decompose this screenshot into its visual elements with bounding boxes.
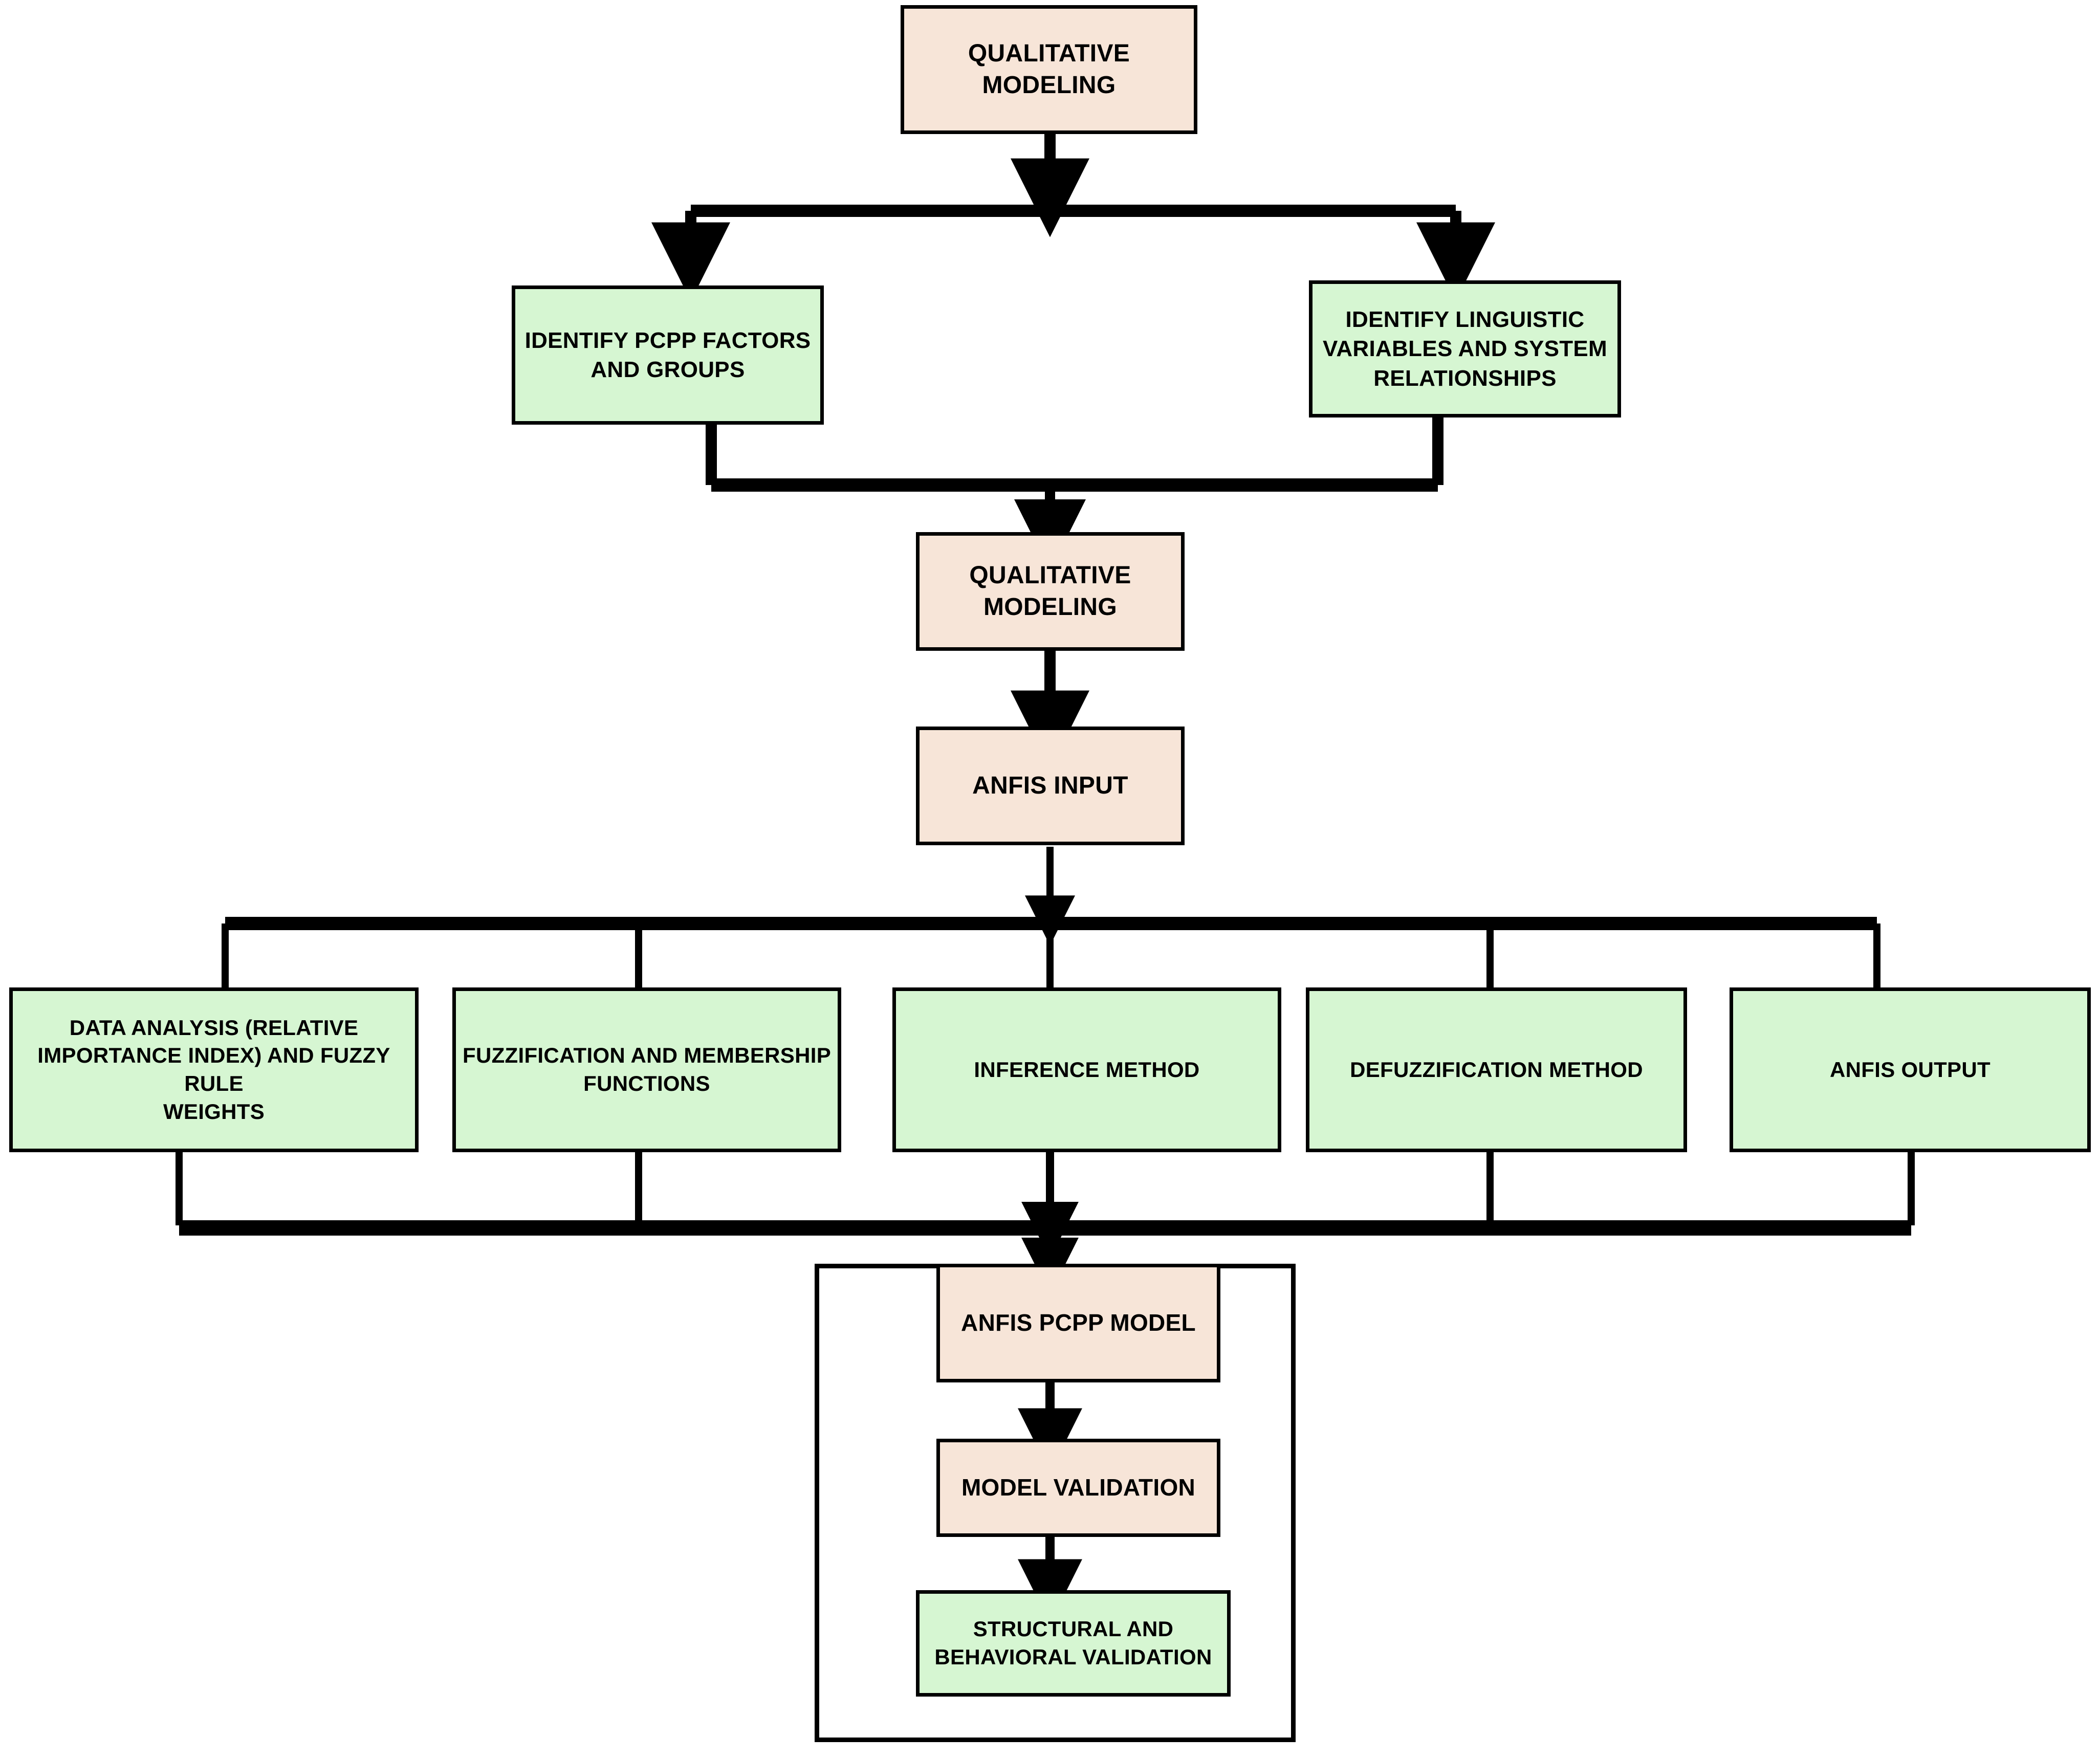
node-identify-linguistic-variables[interactable]: IDENTIFY LINGUISTIC VARIABLES AND SYSTEM… — [1309, 280, 1621, 417]
node-label: ANFIS INPUT — [972, 772, 1128, 799]
node-qualitative-modeling-top[interactable]: QUALITATIVE MODELING — [901, 5, 1197, 134]
node-inference-method[interactable]: INFERENCE METHOD — [892, 987, 1281, 1152]
node-identify-pcpp-factors[interactable]: IDENTIFY PCPP FACTORS AND GROUPS — [512, 285, 824, 425]
node-label: DATA ANALYSIS (RELATIVE IMPORTANCE INDEX… — [37, 1015, 390, 1124]
node-defuzzification-method[interactable]: DEFUZZIFICATION METHOD — [1306, 987, 1687, 1152]
node-anfis-output[interactable]: ANFIS OUTPUT — [1730, 987, 2091, 1152]
node-model-validation[interactable]: MODEL VALIDATION — [936, 1439, 1220, 1537]
node-label: FUZZIFICATION AND MEMBERSHIP FUNCTIONS — [462, 1043, 832, 1095]
node-label: IDENTIFY LINGUISTIC VARIABLES AND SYSTEM… — [1322, 307, 1608, 391]
node-label: QUALITATIVE MODELING — [969, 561, 1131, 621]
node-label: INFERENCE METHOD — [974, 1057, 1200, 1082]
node-structural-behavioral-validation[interactable]: STRUCTURAL AND BEHAVIORAL VALIDATION — [916, 1590, 1231, 1697]
node-label: STRUCTURAL AND BEHAVIORAL VALIDATION — [934, 1617, 1212, 1669]
node-fuzzification[interactable]: FUZZIFICATION AND MEMBERSHIP FUNCTIONS — [452, 987, 841, 1152]
node-label: DEFUZZIFICATION METHOD — [1350, 1057, 1643, 1082]
node-label: ANFIS PCPP MODEL — [961, 1309, 1196, 1336]
node-label: QUALITATIVE MODELING — [968, 39, 1130, 99]
node-label: ANFIS OUTPUT — [1830, 1057, 1990, 1082]
node-qualitative-modeling-second[interactable]: QUALITATIVE MODELING — [916, 532, 1185, 651]
node-anfis-pcpp-model[interactable]: ANFIS PCPP MODEL — [936, 1264, 1220, 1382]
node-label: MODEL VALIDATION — [961, 1474, 1196, 1501]
node-data-analysis[interactable]: DATA ANALYSIS (RELATIVE IMPORTANCE INDEX… — [9, 987, 419, 1152]
node-label: IDENTIFY PCPP FACTORS AND GROUPS — [524, 327, 811, 382]
node-anfis-input[interactable]: ANFIS INPUT — [916, 727, 1185, 845]
